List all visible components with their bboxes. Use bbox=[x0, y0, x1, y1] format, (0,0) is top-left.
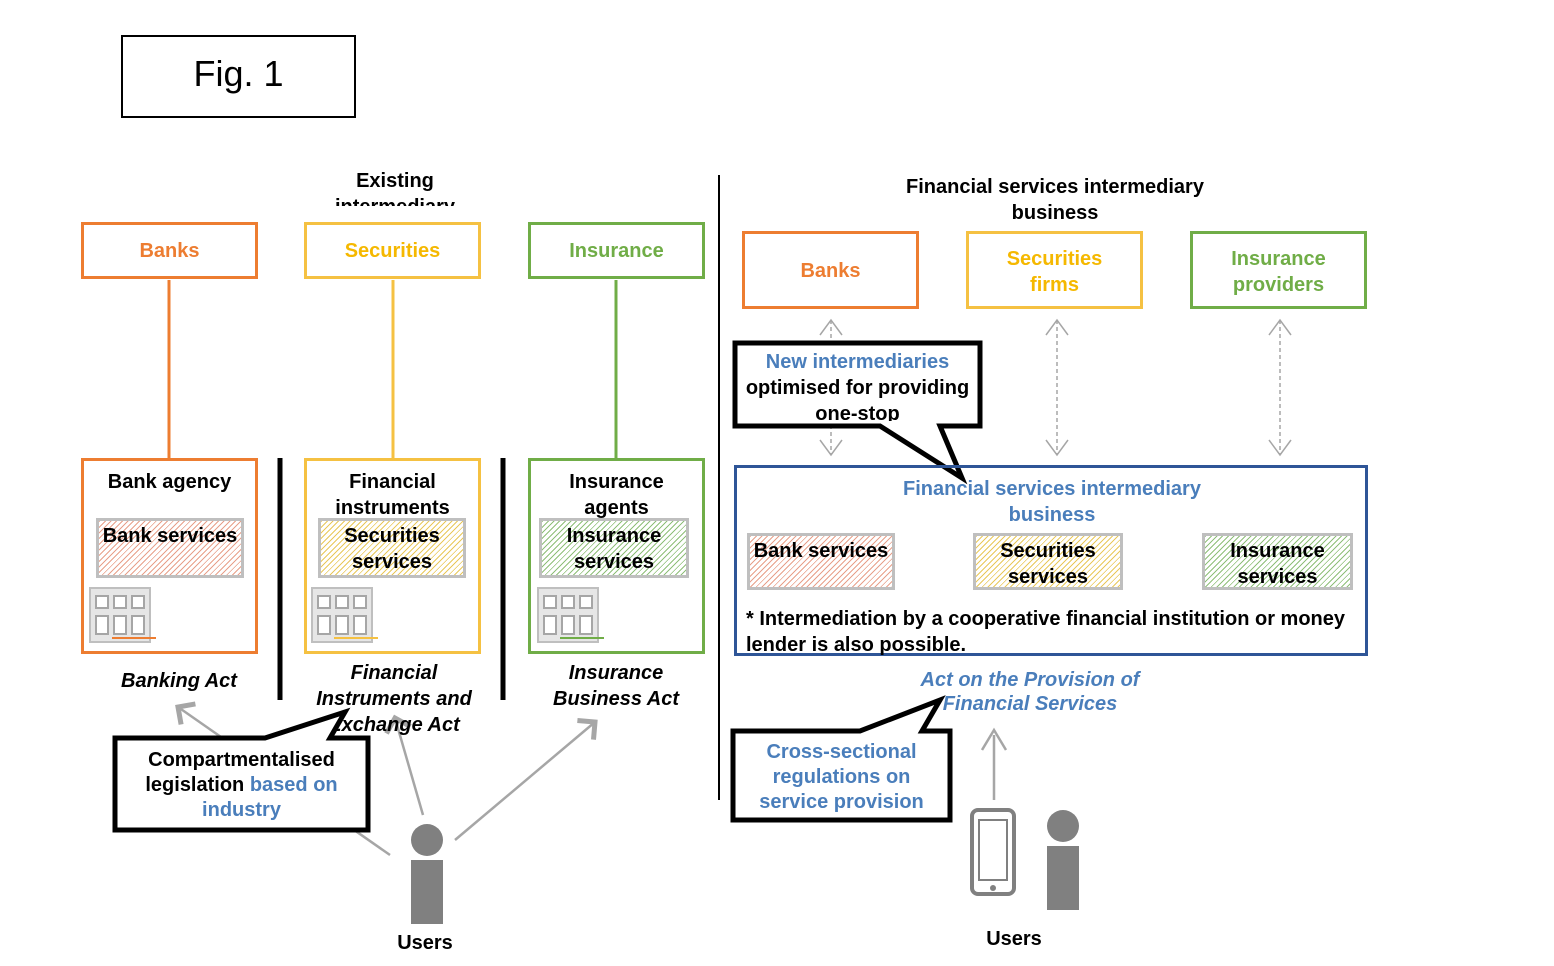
right-insurance-label: Insurance providers bbox=[1231, 248, 1326, 296]
financial-instruments-box: Financial instruments bbox=[304, 458, 481, 654]
figure-label: Fig. 1 bbox=[193, 53, 284, 94]
right-securities-box: Securities firms bbox=[966, 231, 1143, 309]
left-users-label: Users bbox=[397, 932, 453, 954]
user-arrow-fiea bbox=[384, 714, 425, 816]
left-banks-label: Banks bbox=[139, 240, 200, 262]
fiea-act: Financial Instruments and Exchange Act bbox=[316, 662, 472, 736]
act-provision-financial-services: Act on the Provision of Financial Servic… bbox=[920, 669, 1140, 715]
right-securities-label: Securities firms bbox=[1006, 248, 1103, 296]
fs-intermediary-business-box: Financial services intermediary business… bbox=[734, 465, 1368, 656]
left-bank-services: Bank services bbox=[96, 518, 244, 578]
right-insurance-services: Insurance services bbox=[1202, 533, 1353, 590]
left-title: Existing intermediary bbox=[335, 170, 455, 206]
banking-act: Banking Act bbox=[121, 670, 237, 692]
left-insurance-services-label: Insurance services bbox=[566, 525, 662, 573]
person-icon-right bbox=[1047, 810, 1079, 910]
building-icon-securities bbox=[311, 587, 378, 643]
right-insurance-box: Insurance providers bbox=[1190, 231, 1367, 309]
left-callout-black: Compartmentalised legislation bbox=[145, 749, 335, 796]
left-insurance-box: Insurance bbox=[528, 222, 705, 279]
left-bank-services-label: Bank services bbox=[102, 525, 238, 547]
right-top-callout-black: optimised for providing one-stop bbox=[745, 377, 970, 421]
financial-instruments-label: Financial instruments bbox=[335, 471, 450, 519]
left-securities-services: Securities services bbox=[318, 518, 466, 578]
left-securities-label: Securities bbox=[344, 240, 441, 262]
right-users-label: Users bbox=[986, 928, 1042, 950]
bank-agency-label: Bank agency bbox=[107, 471, 232, 493]
left-callout-blue: based on industry bbox=[202, 774, 338, 821]
right-insurance-services-label: Insurance services bbox=[1230, 540, 1325, 588]
right-bank-services: Bank services bbox=[747, 533, 895, 590]
left-securities-services-label: Securities services bbox=[344, 525, 440, 573]
insurance-business-act: Insurance Business Act bbox=[553, 662, 679, 710]
left-insurance-label: Insurance bbox=[569, 240, 664, 262]
fs-business-title: Financial services intermediary business bbox=[903, 478, 1201, 526]
left-banks-box: Banks bbox=[81, 222, 258, 279]
right-securities-services-label: Securities services bbox=[1000, 540, 1096, 588]
right-title: Financial services intermediary business bbox=[906, 176, 1204, 224]
insurance-agents-label: Insurance agents bbox=[569, 471, 664, 519]
bank-agency-box: Bank agency bbox=[81, 458, 258, 654]
user-arrow-insurance bbox=[454, 718, 598, 841]
left-callout-text: Compartmentalised legislation based on i… bbox=[118, 748, 365, 823]
figure-label-frame bbox=[121, 35, 356, 118]
insurance-agents-box: Insurance agents bbox=[528, 458, 705, 654]
building-icon-bank bbox=[89, 587, 156, 643]
right-bank-services-label: Bank services bbox=[753, 540, 889, 562]
dashed-double-arrows bbox=[819, 318, 1292, 457]
person-icon-left bbox=[411, 824, 443, 924]
right-securities-services: Securities services bbox=[973, 533, 1123, 590]
left-insurance-services: Insurance services bbox=[539, 518, 689, 578]
right-top-callout-text: New intermediaries optimised for providi… bbox=[740, 349, 975, 421]
right-banks-box: Banks bbox=[742, 231, 919, 309]
fs-business-note: * Intermediation by a cooperative financ… bbox=[746, 608, 1345, 656]
smartphone-icon bbox=[970, 808, 1016, 896]
right-bottom-callout-text: Cross-sectional regulations on service p… bbox=[759, 741, 924, 813]
right-top-callout-blue: New intermediaries bbox=[765, 351, 950, 373]
left-securities-box: Securities bbox=[304, 222, 481, 279]
building-icon-insurance bbox=[537, 587, 604, 643]
right-banks-label: Banks bbox=[800, 260, 861, 282]
